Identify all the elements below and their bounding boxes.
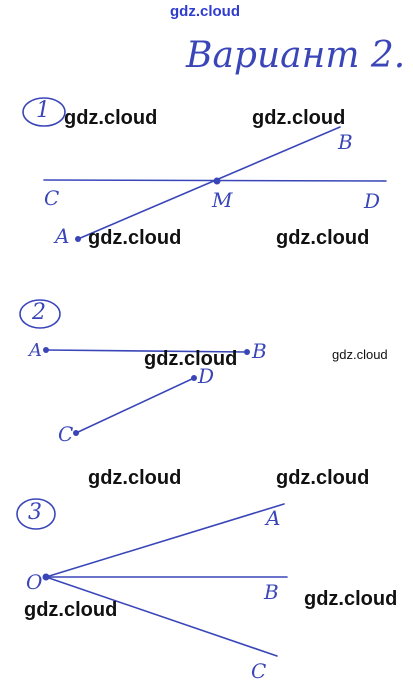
task-3-number-circle	[16, 498, 56, 530]
task-2-label-b: B	[252, 339, 267, 363]
watermark: gdz.cloud	[88, 467, 182, 489]
task-2-label-c: C	[58, 422, 74, 446]
watermark: gdz.cloud	[88, 227, 182, 249]
watermark: gdz.cloud	[144, 348, 238, 370]
task-2-point-c	[73, 430, 79, 436]
watermark: gdz.cloud	[64, 107, 158, 129]
task-2-point-d	[191, 375, 197, 381]
task-2-label-a: A	[29, 340, 42, 361]
task-2-point-a	[43, 347, 49, 353]
task-2-segment-cd	[75, 377, 195, 434]
watermark-small: gdz.cloud	[332, 347, 388, 362]
task-2-number-circle	[19, 299, 61, 329]
watermark: gdz.cloud	[276, 227, 370, 249]
watermark: gdz.cloud	[276, 467, 370, 489]
task-3-label-b: B	[264, 580, 279, 604]
task-3-label-a: A	[266, 506, 281, 530]
task-3-label-c: C	[251, 659, 267, 683]
task-2-point-b	[244, 349, 250, 355]
task-1-label-d: D	[364, 189, 381, 213]
task-1-point-m	[213, 177, 221, 185]
task-1-label-b: B	[338, 130, 353, 154]
task-1-point-a	[75, 236, 81, 242]
top-watermark: gdz.cloud	[170, 3, 240, 20]
page-title: Вариант 2.	[186, 35, 406, 76]
watermark: gdz.cloud	[24, 599, 118, 621]
task-2-number: 2	[32, 300, 46, 325]
task-1-segment-ab	[77, 126, 341, 240]
watermark: gdz.cloud	[304, 588, 398, 610]
task-2-label-d: D	[198, 364, 215, 388]
task-2-segment-ab	[45, 349, 248, 353]
task-3-label-o: O	[26, 570, 43, 594]
task-1-label-c: C	[44, 186, 60, 210]
task-1-number-circle	[22, 97, 66, 127]
task-1-number: 1	[36, 98, 50, 123]
task-3-ray-oc	[45, 576, 278, 657]
watermark: gdz.cloud	[252, 107, 346, 129]
task-1-label-a: A	[55, 224, 70, 248]
task-1-label-m: M	[212, 188, 233, 212]
task-3-point-o	[42, 573, 50, 581]
task-3-number: 3	[28, 500, 42, 525]
task-3-ray-oa	[45, 503, 285, 578]
